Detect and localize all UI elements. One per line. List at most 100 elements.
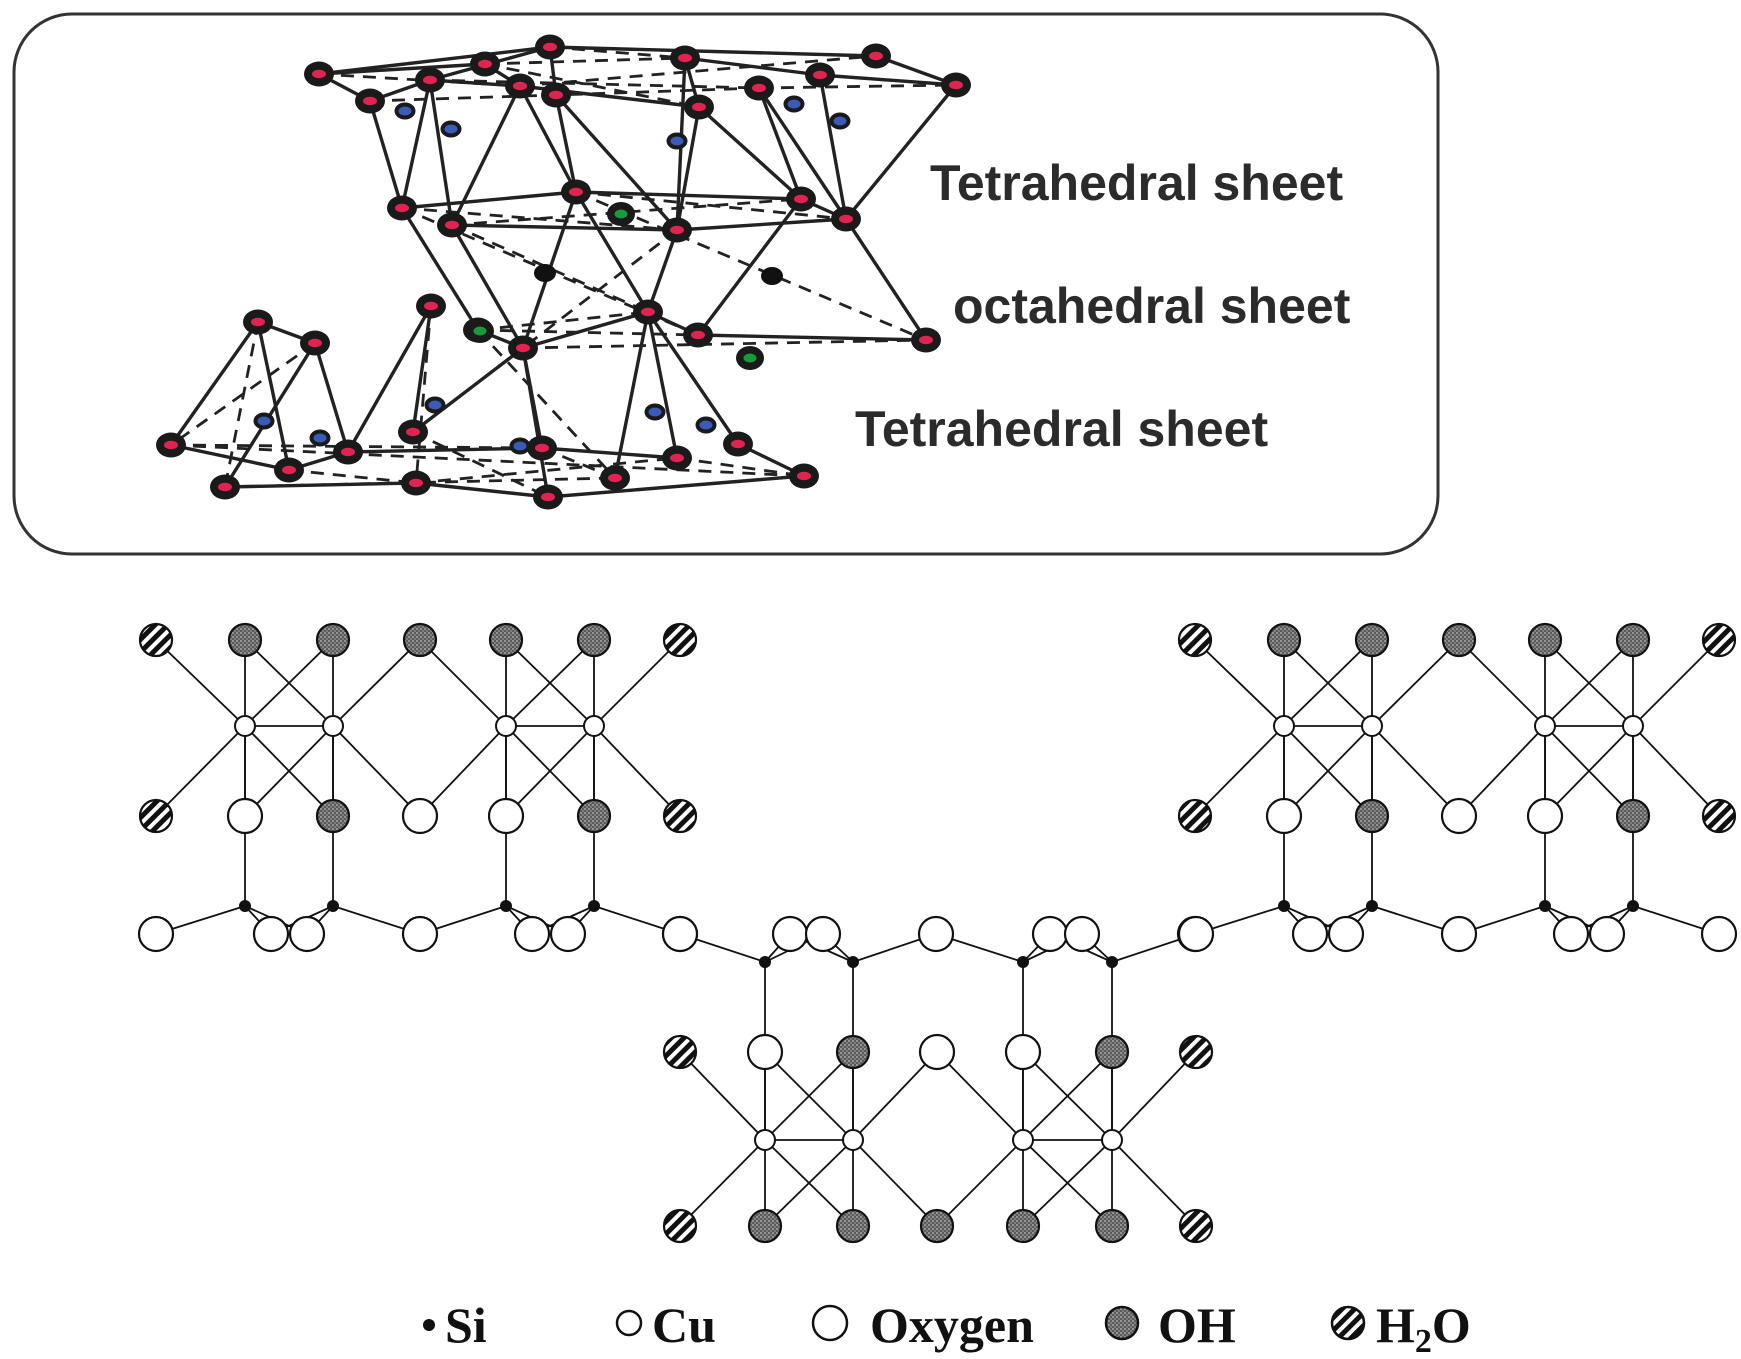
oxygen-atom [513,915,551,953]
bond-line [549,45,877,58]
bottom-panel [137,622,1738,1244]
cu-circle-icon [615,1309,643,1337]
bond-line [679,1051,766,1141]
top-panel: Tetrahedral sheet octahedral sheet Tetra… [12,12,1440,556]
hydroxyl-atom [835,1034,871,1070]
hydroxyl-atom [402,622,438,658]
bond-line [1371,725,1460,817]
hidden-bond-line [575,190,847,221]
oxygen-atom [1004,1033,1042,1071]
bond-line [400,79,432,209]
bond-line [676,217,847,232]
upper-tetrahedral-sheet-label: Tetrahedral sheet [930,155,1343,211]
bond-line [318,45,551,76]
oxygen-atom [300,330,330,356]
oxygen-atom [918,1033,956,1071]
legend-item-oxygen: Oxygen [811,1297,1034,1353]
bond-line [169,321,260,446]
bond-line [244,725,334,817]
silicon-atom [695,416,717,434]
oxygen-atom [911,327,941,353]
legend-label-cu: Cu [652,1297,716,1353]
oxygen-atom [917,915,955,953]
bond-line [419,725,507,817]
oxygen-atom [1291,915,1329,953]
oxygen-atom [535,34,565,60]
silicon-atom [759,956,771,968]
bond-line [313,342,350,453]
oxygen-circle-icon [811,1304,849,1342]
bond-line [1194,639,1285,727]
hydroxyl-atom [1354,798,1390,834]
bond-line [757,87,803,200]
copper-atom [842,1129,864,1151]
oxygen-atom [1063,915,1101,953]
bond-line [852,1139,938,1227]
hidden-bond-line [170,443,805,478]
silicon-atom [440,120,462,138]
legend-label-oxygen: Oxygen [870,1297,1034,1353]
bond-line [1544,725,1634,817]
hydroxyl-atom [1005,1208,1041,1244]
oxygen-atom [415,67,445,93]
silicon-atom [1366,900,1378,912]
bond-line [593,725,681,817]
bond-line [547,474,805,499]
hidden-bond-line [555,86,760,97]
bond-line [852,1051,938,1141]
hidden-bond-line [758,83,957,90]
copper-atom [1534,715,1556,737]
bond-line [646,229,679,313]
octahedral-cation-atom [466,319,494,343]
hidden-bond-line [519,54,877,88]
bond-line [646,311,679,459]
layer-atoms [137,622,1738,1244]
bond-line [428,79,454,226]
bond-line [1194,725,1285,817]
oxygen-atom [1440,797,1478,835]
silicon-atom [847,956,859,968]
oxygen-atom [831,206,861,232]
bond-line [505,725,595,817]
oxygen-atom [1265,797,1303,835]
bond-line [155,639,246,727]
top-panel-frame [12,12,1440,556]
oxygen-atom [226,797,264,835]
hidden-bond-line [476,329,617,479]
oxygen-atom [387,195,417,221]
tetrahedral-octahedral-atoms [156,34,971,510]
bond-line [1458,639,1546,727]
hidden-bond-line [223,321,260,488]
bond-line [155,725,246,817]
copper-atom [754,1129,776,1151]
hidden-bond-line [477,328,699,337]
silicon-atom [509,437,531,455]
bond-line [1111,1051,1197,1141]
bond-line [554,93,679,232]
legend-label-oh: OH [1158,1297,1236,1353]
hydroxyl-atom [1094,1208,1130,1244]
bond-line [574,191,650,313]
bond-line [757,87,848,220]
oxygen-atom [1031,915,1069,953]
bond-line [819,73,957,87]
hidden-bond-line [549,45,686,60]
hidden-bond-line [414,305,433,484]
bond-line [518,85,578,193]
legend: Si Cu Oxygen OH H2O [423,1297,1471,1359]
oxygen-atom [541,82,571,108]
silicon-atom [394,102,416,120]
octahedral-center-atom [761,267,783,285]
oxygen-atom [549,915,587,953]
copper-atom [1101,1129,1123,1151]
bond-line [697,105,803,201]
water-molecule [662,1208,698,1244]
oxygen-atom [137,915,175,953]
water-molecule [662,622,698,658]
bond-line [575,190,802,201]
legend-label-si: Si [445,1297,487,1353]
oxygen-atom [487,797,525,835]
oxygen-atom [723,431,753,457]
copper-atom [322,715,344,737]
hydroxyl-atom [1615,798,1651,834]
